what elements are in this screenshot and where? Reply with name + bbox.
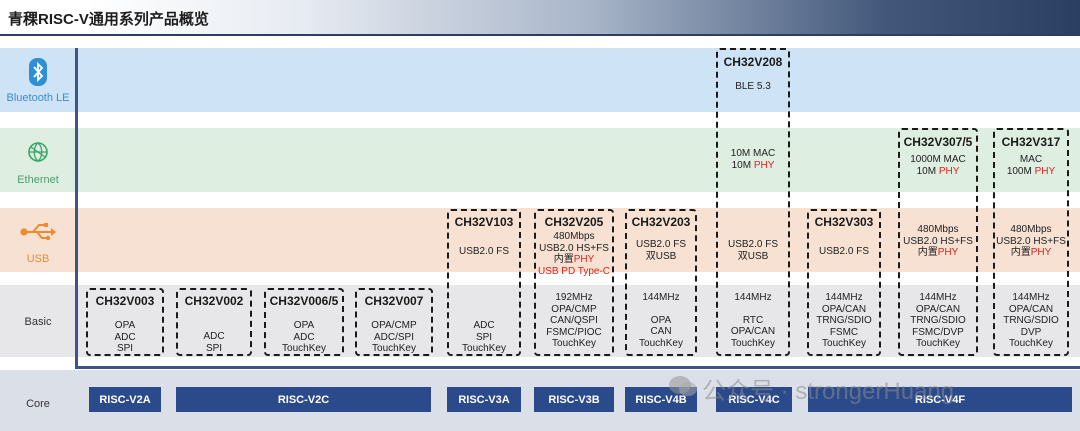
basic-band bbox=[0, 285, 1080, 357]
core-risc-v4c: RISC-V4C bbox=[716, 387, 792, 412]
chip-box-ch32v307-5 bbox=[898, 128, 978, 356]
chip-title-ch32v317: CH32V317 bbox=[1001, 135, 1061, 149]
chip-box-ch32v103 bbox=[447, 209, 521, 356]
row-label-bluetooth: Bluetooth LE bbox=[6, 92, 70, 104]
ethernet-globe-icon bbox=[28, 142, 48, 162]
chip-box-ch32v006-5 bbox=[264, 288, 344, 356]
chip-box-ch32v007 bbox=[355, 288, 433, 356]
page-title: 青稞RISC-V通用系列产品概览 bbox=[8, 11, 209, 28]
wechat-icon bbox=[669, 376, 697, 396]
axis-vertical bbox=[75, 48, 78, 368]
bluetooth-band bbox=[0, 48, 1080, 112]
chip-usb-ch32v103: USB2.0 FS bbox=[458, 246, 510, 257]
core-risc-v3a: RISC-V3A bbox=[447, 387, 521, 412]
chip-box-ch32v203 bbox=[625, 209, 697, 356]
core-risc-v2c: RISC-V2C bbox=[176, 387, 431, 412]
chip-title-ch32v006-5: CH32V006/5 bbox=[269, 294, 339, 308]
chip-eth-ch32v307-5: 1000M MAC 10M PHY bbox=[910, 154, 966, 177]
usb-icon bbox=[20, 223, 56, 241]
usb-band bbox=[0, 208, 1080, 272]
chip-title-ch32v007: CH32V007 bbox=[364, 294, 424, 308]
bluetooth-icon bbox=[29, 58, 47, 86]
chip-box-ch32v205 bbox=[534, 209, 614, 356]
core-risc-v4f: RISC-V4F bbox=[808, 387, 1072, 412]
chip-eth-ch32v208: 10M MAC 10M PHY bbox=[730, 148, 776, 171]
chip-title-ch32v208: CH32V208 bbox=[723, 55, 783, 69]
chip-title-ch32v103: CH32V103 bbox=[454, 215, 514, 229]
row-label-usb: USB bbox=[26, 253, 50, 265]
core-risc-v2a: RISC-V2A bbox=[89, 387, 161, 412]
chip-box-ch32v303 bbox=[807, 209, 881, 356]
chip-box-ch32v003 bbox=[86, 288, 164, 356]
ethernet-band bbox=[0, 128, 1080, 192]
row-label-ethernet: Ethernet bbox=[17, 174, 59, 186]
chip-eth-ch32v317: MAC 100M PHY bbox=[1006, 154, 1056, 177]
chip-title-ch32v203: CH32V203 bbox=[631, 215, 691, 229]
chip-box-ch32v208 bbox=[716, 48, 790, 356]
chip-title-ch32v303: CH32V303 bbox=[814, 215, 874, 229]
header-bar bbox=[0, 0, 1080, 36]
chip-title-ch32v003: CH32V003 bbox=[95, 294, 155, 308]
row-label-core: Core bbox=[26, 398, 50, 410]
chip-usb-ch32v317: 480Mbps USB2.0 HS+FS 内置PHY bbox=[996, 224, 1066, 258]
chip-box-ch32v317 bbox=[993, 128, 1069, 356]
core-risc-v4b: RISC-V4B bbox=[625, 387, 697, 412]
chip-bt-ch32v208: BLE 5.3 bbox=[735, 81, 771, 92]
watermark-text: 公众号 · strongerHuang bbox=[702, 378, 955, 405]
axis-horizontal bbox=[75, 366, 1080, 369]
chip-title-ch32v002: CH32V002 bbox=[184, 294, 244, 308]
chip-usb-ch32v303: USB2.0 FS bbox=[818, 246, 870, 257]
chip-usb-ch32v307-5: 480Mbps USB2.0 HS+FS 内置PHY bbox=[903, 224, 973, 258]
chip-title-ch32v205: CH32V205 bbox=[544, 215, 604, 229]
chip-title-ch32v307-5: CH32V307/5 bbox=[903, 135, 973, 149]
chip-box-ch32v002 bbox=[176, 288, 252, 356]
core-risc-v3b: RISC-V3B bbox=[534, 387, 614, 412]
row-label-basic: Basic bbox=[24, 316, 52, 328]
chip-usb-ch32v205: 480Mbps USB2.0 HS+FS 内置PHY USB PD Type-C bbox=[537, 231, 611, 277]
